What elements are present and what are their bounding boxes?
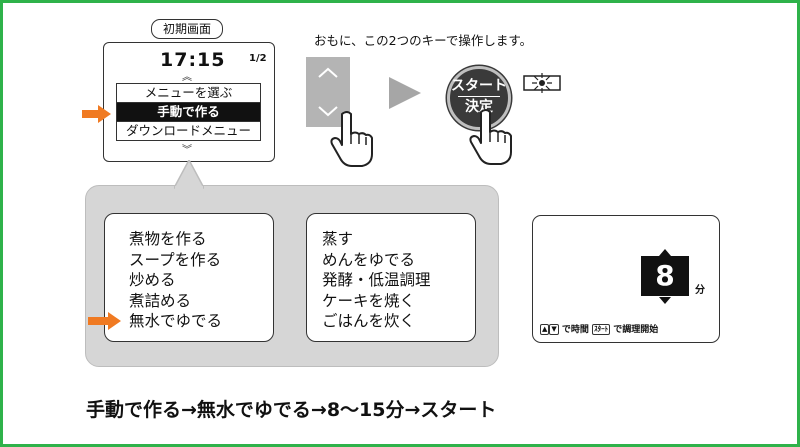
instruction-text: おもに、この2つのキーで操作します。	[314, 33, 533, 48]
list-item[interactable]: 煮物を作る	[129, 230, 207, 248]
pointing-hand-icon	[330, 111, 373, 167]
up-key-icon: ▲	[540, 324, 550, 335]
list-item[interactable]: ごはんを炊く	[322, 312, 416, 330]
start-key-label: スタート	[451, 78, 507, 94]
timer-unit: 分	[695, 285, 705, 296]
list-item[interactable]: 煮詰める	[129, 291, 192, 310]
menu-item-manual[interactable]: 手動で作る	[116, 102, 261, 122]
list-item[interactable]: 無水でゆでる	[129, 312, 223, 330]
screen-label: 初期画面	[151, 19, 223, 39]
list-item[interactable]: スープを作る	[129, 250, 222, 269]
footer-start-text: で調理開始	[613, 325, 659, 335]
clock-time: 17:15	[160, 49, 226, 71]
page-indicator: 1/2	[249, 53, 267, 64]
submenu-right-card	[306, 213, 476, 342]
timer-footer: ▲▼ で時間 ｽﾀｰﾄ で調理開始	[540, 322, 658, 335]
start-confirm-button[interactable]: スタート 決定	[447, 66, 511, 130]
menu-item-select[interactable]: メニューを選ぶ	[116, 83, 261, 103]
pointing-hand-icon	[469, 109, 512, 165]
start-key-icon: ｽﾀｰﾄ	[592, 324, 611, 335]
down-key-icon: ▼	[549, 324, 559, 335]
bottom-summary: 手動で作る→無水でゆでる→8～15分→スタート	[86, 399, 497, 421]
list-item[interactable]: 蒸す	[322, 230, 354, 248]
list-item[interactable]: ケーキを焼く	[322, 291, 416, 310]
list-item[interactable]: 炒める	[129, 271, 176, 289]
menu-item-download[interactable]: ダウンロードメニュー	[116, 121, 261, 141]
decrease-arrow-icon[interactable]	[659, 297, 671, 304]
next-arrow-icon	[389, 77, 421, 109]
timer-value[interactable]: 8	[641, 256, 689, 296]
increase-arrow-icon[interactable]	[659, 249, 671, 256]
submenu-right-list: 蒸す めんをゆでる 発酵・低温調理 ケーキを焼く ごはんを炊く	[322, 229, 431, 332]
chevron-up-icon: ︽	[182, 72, 192, 83]
chevron-down-icon: ︾	[182, 145, 192, 156]
pointer-arrow-icon	[88, 312, 121, 330]
up-down-chevrons-icon	[318, 67, 338, 117]
footer-time-text: で時間	[561, 325, 589, 335]
submenu-left-card	[104, 213, 274, 342]
submenu-left-list: 煮物を作る スープを作る 炒める 煮詰める 無水でゆでる	[129, 229, 222, 332]
light-burst-icon	[523, 73, 561, 93]
pointer-arrow-icon	[82, 105, 111, 123]
list-item[interactable]: めんをゆでる	[322, 250, 416, 269]
callout-pointer	[174, 160, 204, 189]
list-item[interactable]: 発酵・低温調理	[322, 271, 431, 289]
